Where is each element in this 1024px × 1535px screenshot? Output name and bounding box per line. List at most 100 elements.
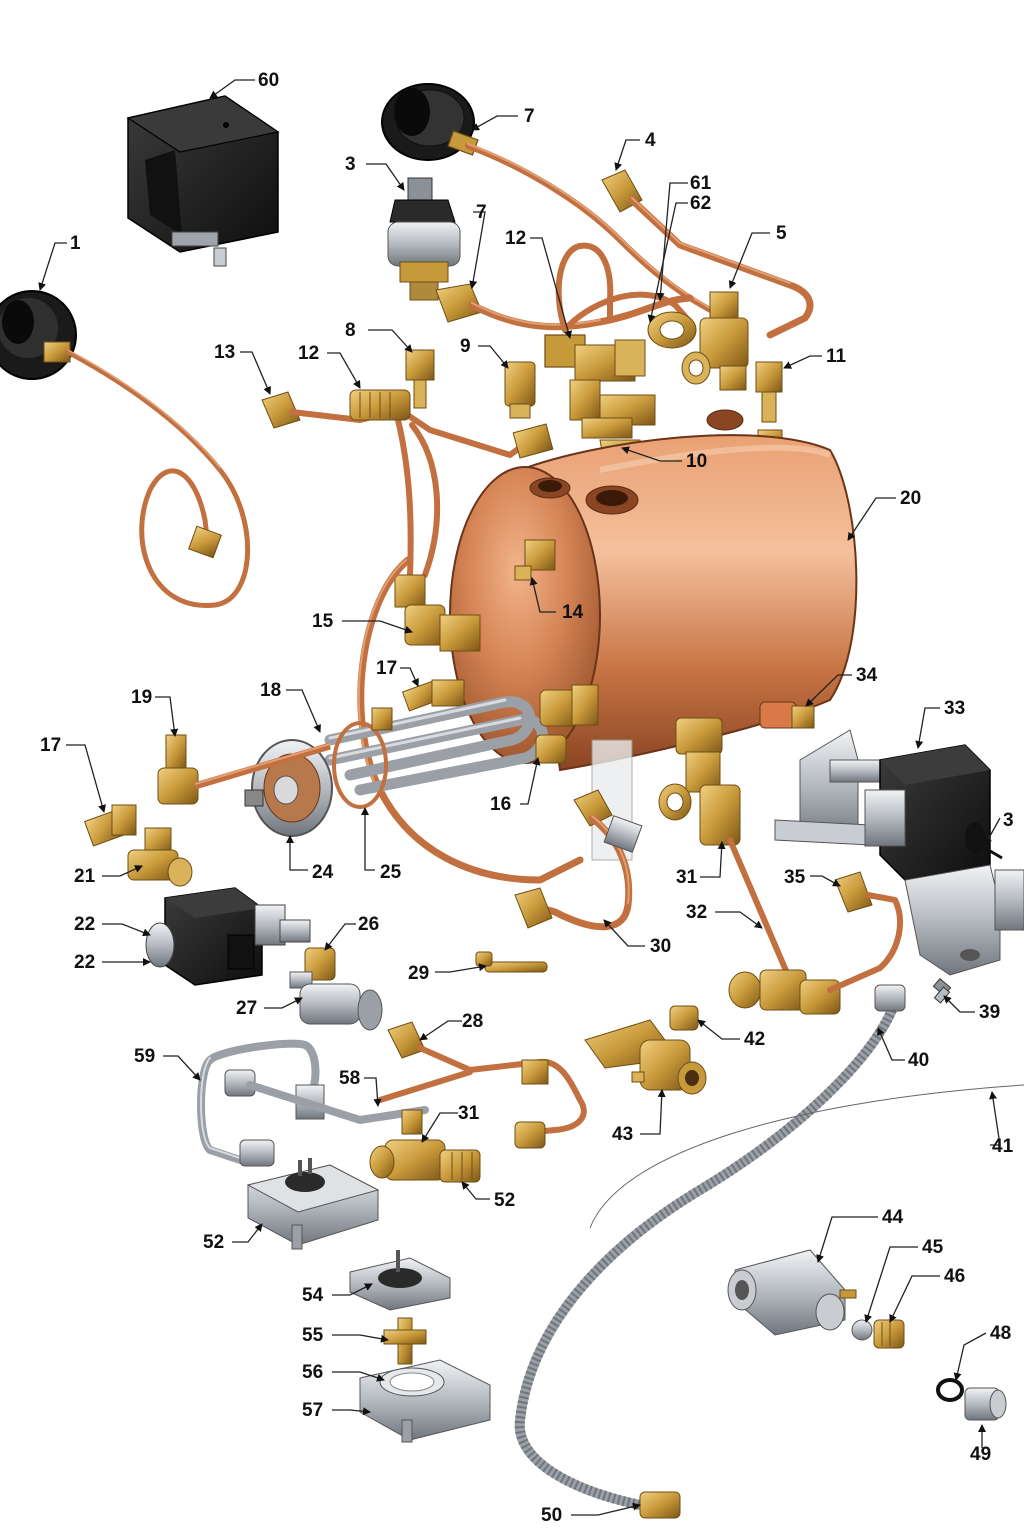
brass-tee-valve-5 [681, 291, 749, 391]
steel-bracket [904, 864, 1024, 976]
callout-52-left: 52 [203, 1232, 224, 1253]
callout-42: 42 [744, 1029, 765, 1050]
brass-valve-31-lower [369, 1109, 446, 1181]
solenoid-bracket-33 [774, 729, 1003, 881]
callout-10: 10 [686, 451, 707, 472]
hose-nut-50 [639, 1491, 681, 1519]
threaded-insert-46 [873, 1319, 905, 1349]
callout-9: 9 [460, 336, 471, 357]
callout-22-upper: 22 [74, 914, 95, 935]
brass-fitting-14 [514, 539, 556, 581]
pump-diaphragm-54 [349, 1250, 451, 1311]
valve-cartridge-27 [289, 971, 383, 1031]
callout-17-lower: 17 [40, 735, 61, 756]
callout-32: 32 [686, 902, 707, 923]
callout-12-upper: 12 [505, 228, 526, 249]
brass-elbow-15 [394, 574, 481, 652]
callout-20: 20 [900, 488, 921, 509]
heating-element-flange-24 [244, 739, 333, 837]
callout-4: 4 [645, 130, 656, 151]
o-ring-48 [936, 1378, 964, 1402]
brass-elbow-43 [584, 1019, 707, 1095]
brass-nut-30-top [573, 789, 613, 827]
callout-29: 29 [408, 963, 429, 984]
callout-43: 43 [612, 1124, 633, 1145]
callout-57: 57 [302, 1400, 323, 1421]
brass-nut-30-bottom [514, 887, 553, 929]
brass-cross-55 [383, 1317, 427, 1365]
callout-26: 26 [358, 914, 379, 935]
pressure-gauge-top [381, 83, 479, 161]
callout-7-top: 7 [524, 106, 535, 127]
callout-14: 14 [562, 602, 584, 623]
callout-15: 15 [312, 611, 334, 632]
callout-12-left: 12 [298, 343, 319, 364]
brass-nut-13 [261, 391, 301, 429]
pressure-switch-sensor [387, 177, 461, 301]
threaded-fitting-52-right [439, 1149, 481, 1183]
callout-11: 11 [826, 346, 847, 367]
o-ring-25 [332, 721, 388, 809]
callout-39: 39 [979, 1002, 1000, 1023]
brass-tee-32 [728, 969, 841, 1015]
brass-fitting-9 [504, 361, 536, 419]
callout-7-lower: 7 [476, 202, 487, 223]
steel-nipple-49 [964, 1387, 1007, 1421]
brass-elbow-17-lower [83, 804, 137, 847]
callout-62: 62 [690, 193, 711, 214]
callout-24: 24 [312, 862, 334, 883]
brass-fitting-35 [834, 871, 873, 913]
callout-28: 28 [462, 1011, 483, 1032]
callout-31-upper: 31 [676, 867, 698, 888]
brass-nut-28 [387, 1021, 426, 1059]
callout-58: 58 [339, 1068, 360, 1089]
callout-60: 60 [258, 70, 279, 91]
callout-labels: 60 7 4 3 61 62 7 12 5 1 8 9 13 12 11 10 … [40, 70, 1014, 1526]
brass-tee-31-upper [658, 717, 741, 846]
brass-fitting-42 [669, 1005, 699, 1031]
pump-head-52 [246, 1158, 380, 1250]
threaded-union-12 [349, 389, 411, 421]
callout-31-lower: 31 [458, 1103, 480, 1124]
callout-52-right: 52 [494, 1190, 515, 1211]
brass-tee-21 [127, 827, 193, 887]
callout-33: 33 [944, 698, 965, 719]
callout-21: 21 [74, 866, 96, 887]
callout-3-top: 3 [345, 154, 356, 175]
callout-30: 30 [650, 936, 671, 957]
callout-17-upper: 17 [376, 658, 397, 679]
callout-25: 25 [380, 862, 402, 883]
callout-5: 5 [776, 223, 787, 244]
pressure-gauge-left [0, 290, 77, 380]
callout-16: 16 [490, 794, 511, 815]
callout-54: 54 [302, 1285, 324, 1306]
screw-39 [932, 977, 952, 1004]
callout-3-right: 3 [1003, 810, 1014, 831]
solenoid-valve-22 [145, 887, 311, 986]
brass-fitting-8 [405, 349, 435, 409]
brass-nuts-16 [535, 684, 599, 764]
hose-end-40 [874, 984, 906, 1012]
fitting-45 [851, 1319, 873, 1341]
callout-45: 45 [922, 1237, 944, 1258]
callout-46: 46 [944, 1266, 965, 1287]
callout-22-lower: 22 [74, 952, 95, 973]
callout-44: 44 [882, 1207, 904, 1228]
callout-27: 27 [236, 998, 257, 1019]
pressure-switch-box [126, 95, 280, 267]
callout-48: 48 [990, 1323, 1011, 1344]
brass-pin-29 [475, 951, 548, 973]
callout-18: 18 [260, 680, 281, 701]
copper-boiler [449, 409, 858, 861]
tube-18-fitting-19 [157, 707, 393, 805]
callout-49: 49 [970, 1444, 991, 1465]
callout-13: 13 [214, 342, 235, 363]
callout-8: 8 [345, 320, 356, 341]
brass-fitting-34 [759, 701, 815, 729]
callout-41: 41 [992, 1136, 1014, 1157]
callout-40: 40 [908, 1050, 929, 1071]
brass-ring-61-62 [647, 311, 697, 349]
callout-34: 34 [856, 665, 878, 686]
callout-35: 35 [784, 867, 806, 888]
